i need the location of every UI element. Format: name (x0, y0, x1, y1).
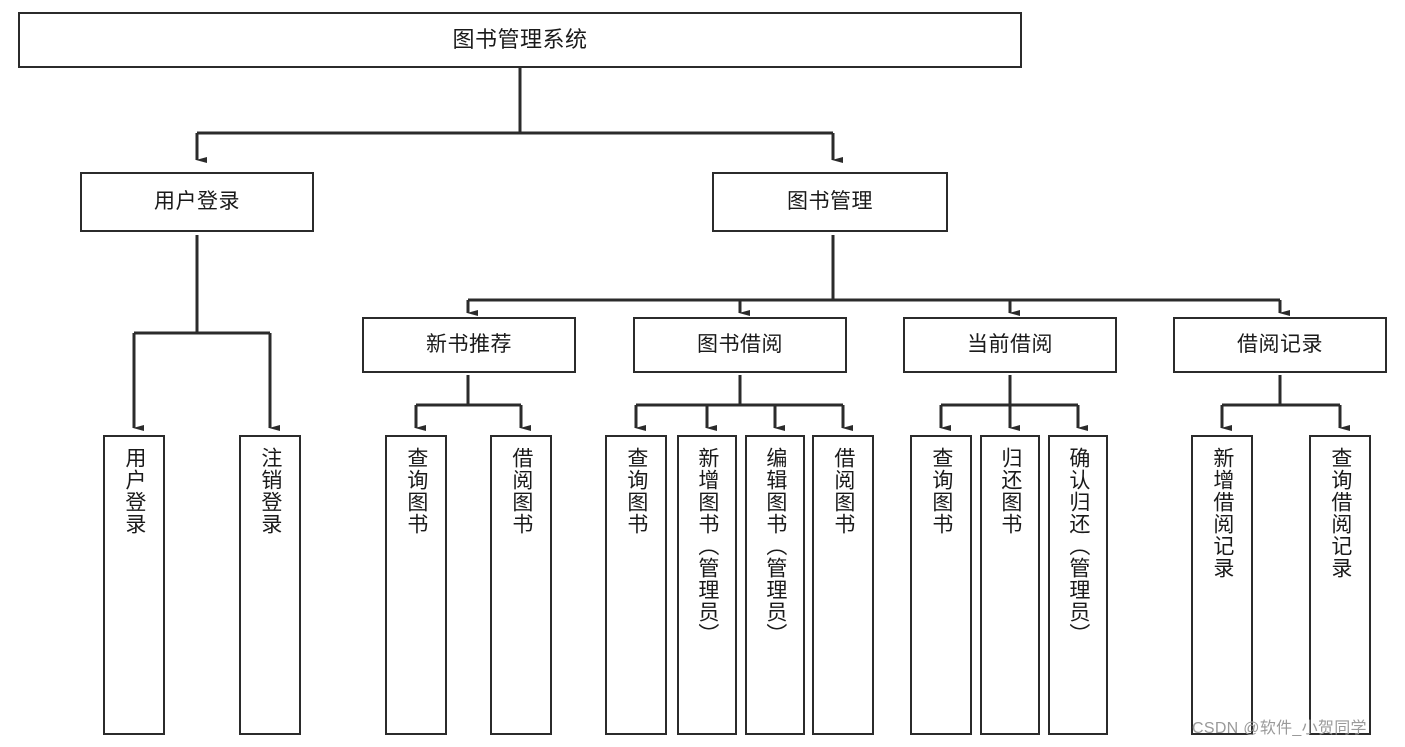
node-new-book-recommend[interactable]: 新书推荐 (362, 317, 576, 373)
node-label: 当前借阅 (967, 332, 1053, 356)
node-label: 查询图书 (404, 447, 428, 535)
node-book-management[interactable]: 图书管理 (712, 172, 948, 232)
node-label: 新增借阅记录 (1210, 447, 1234, 579)
node-leaf-add-borrow-record[interactable]: 新增借阅记录 (1191, 435, 1253, 735)
node-leaf-logout-login[interactable]: 注销登录 (239, 435, 301, 735)
node-leaf-query-book-recommend[interactable]: 查询图书 (385, 435, 447, 735)
node-label: 借阅记录 (1237, 332, 1323, 356)
node-leaf-borrow-book[interactable]: 借阅图书 (812, 435, 874, 735)
node-borrow-record[interactable]: 借阅记录 (1173, 317, 1387, 373)
node-label: 图书管理 (787, 189, 873, 213)
node-label: 用户登录 (154, 189, 240, 213)
node-leaf-query-book-current[interactable]: 查询图书 (910, 435, 972, 735)
node-label: 用户登录 (122, 447, 146, 535)
node-leaf-add-book-admin[interactable]: 新增图书（管理员） (677, 435, 737, 735)
node-label: 注销登录 (258, 447, 282, 535)
node-label: 查询图书 (624, 447, 648, 535)
node-label: 编辑图书（管理员） (763, 447, 787, 645)
node-leaf-borrow-book-recommend[interactable]: 借阅图书 (490, 435, 552, 735)
node-label: 归还图书 (998, 447, 1022, 535)
node-label: 新增图书（管理员） (695, 447, 719, 645)
node-leaf-edit-book-admin[interactable]: 编辑图书（管理员） (745, 435, 805, 735)
node-leaf-user-login[interactable]: 用户登录 (103, 435, 165, 735)
node-label: 图书管理系统 (452, 27, 588, 53)
node-label: 查询图书 (929, 447, 953, 535)
node-leaf-confirm-return-admin[interactable]: 确认归还（管理员） (1048, 435, 1108, 735)
node-label: 借阅图书 (509, 447, 533, 535)
node-label: 借阅图书 (831, 447, 855, 535)
node-label: 查询借阅记录 (1328, 447, 1352, 579)
node-label: 新书推荐 (426, 332, 512, 356)
node-leaf-query-borrow-record[interactable]: 查询借阅记录 (1309, 435, 1371, 735)
node-label: 确认归还（管理员） (1066, 447, 1090, 645)
node-current-borrow[interactable]: 当前借阅 (903, 317, 1117, 373)
node-leaf-query-book-borrow[interactable]: 查询图书 (605, 435, 667, 735)
node-book-borrow[interactable]: 图书借阅 (633, 317, 847, 373)
node-label: 图书借阅 (697, 332, 783, 356)
node-leaf-return-book[interactable]: 归还图书 (980, 435, 1040, 735)
node-user-login[interactable]: 用户登录 (80, 172, 314, 232)
watermark-text: CSDN @软件_小贺同学 (1192, 720, 1367, 737)
node-root-book-management-system[interactable]: 图书管理系统 (18, 12, 1022, 68)
